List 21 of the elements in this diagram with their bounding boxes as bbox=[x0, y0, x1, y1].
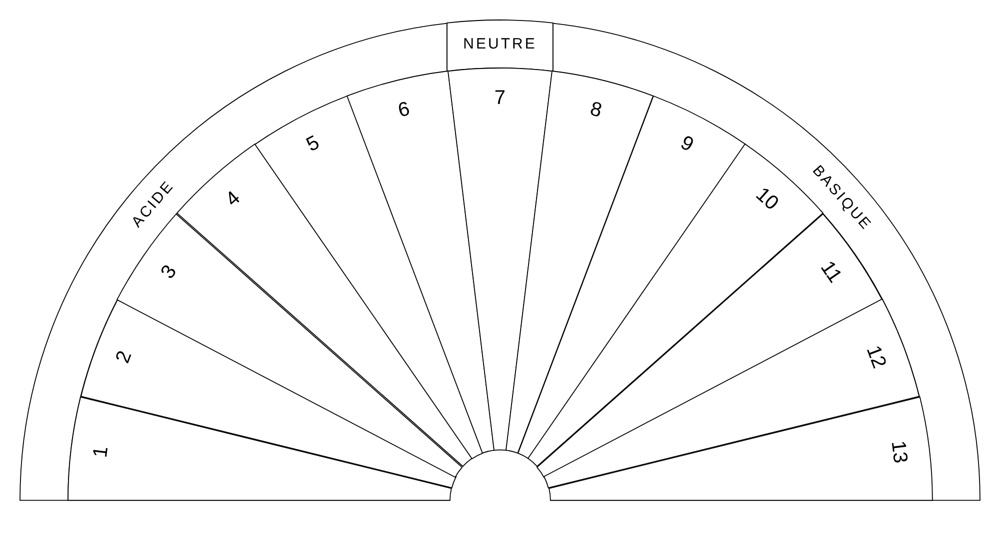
sector-number: 11 bbox=[816, 257, 845, 286]
sector-number: 7 bbox=[494, 88, 506, 108]
sector-number: 3 bbox=[158, 261, 181, 282]
band-label: NEUTRE bbox=[463, 36, 537, 52]
sector-number: 13 bbox=[888, 439, 910, 464]
sector-number: 5 bbox=[304, 132, 323, 156]
chart-sector bbox=[548, 396, 933, 501]
chart-sector bbox=[543, 298, 920, 490]
sector-number: 4 bbox=[222, 188, 244, 210]
chart-sector bbox=[80, 298, 457, 490]
sector-number: 6 bbox=[396, 98, 412, 121]
chart-sector bbox=[67, 396, 452, 501]
scale-cell bbox=[446, 19, 554, 72]
sector-number: 10 bbox=[752, 184, 782, 214]
sector-number: 8 bbox=[588, 98, 604, 121]
chart-sector bbox=[346, 70, 495, 454]
chart-sector bbox=[505, 70, 654, 454]
sector-number: 1 bbox=[90, 444, 112, 458]
sector-number: 9 bbox=[677, 132, 696, 156]
sector-number: 12 bbox=[862, 344, 890, 372]
sector-number: 2 bbox=[112, 348, 136, 366]
